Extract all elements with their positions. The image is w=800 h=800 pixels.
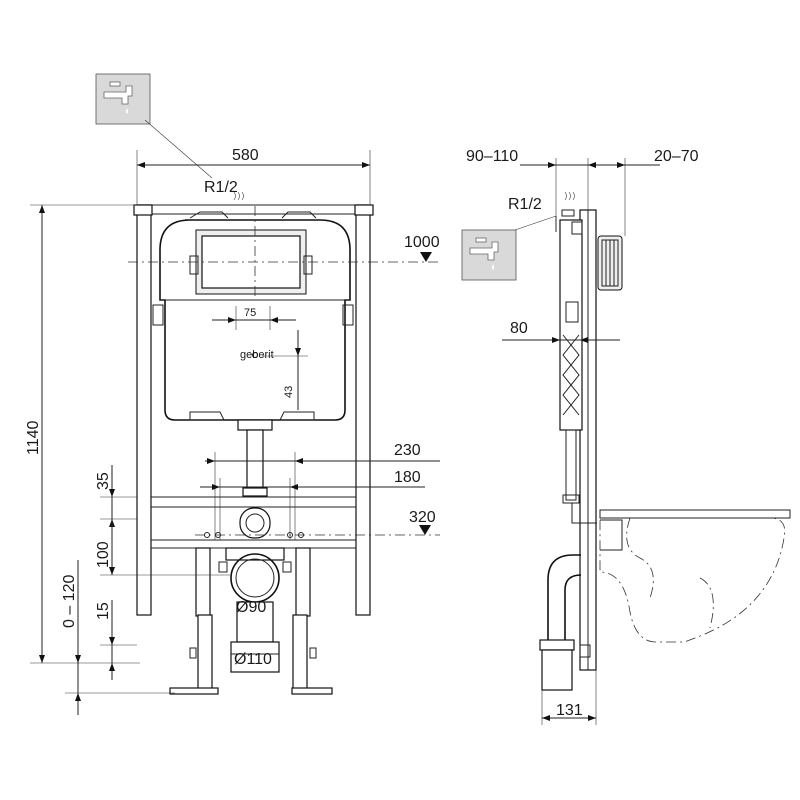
- faucet-icon-side: [461, 229, 517, 281]
- dim-inlet-side: R1/2: [508, 196, 542, 213]
- dim-35: 35: [95, 472, 112, 490]
- dim-leg-adjust: 0 – 120: [61, 575, 78, 628]
- svg-text:geberit: geberit: [240, 349, 274, 361]
- front-dimensions: [30, 150, 440, 715]
- front-view: geberit: [128, 204, 440, 695]
- dim-drain-height: 320: [409, 509, 436, 526]
- dim-15: 15: [95, 602, 112, 620]
- dim-side-80: 80: [510, 320, 528, 337]
- dim-total-height: 1140: [25, 420, 42, 455]
- dim-inlet-top: R1/2: [204, 179, 238, 196]
- faucet-icon-top: [95, 73, 151, 125]
- dim-stud-inner: 180: [394, 469, 421, 486]
- dim-button-span: 75: [244, 307, 256, 319]
- side-view: [539, 191, 791, 691]
- dim-side-offset: 90–110: [466, 148, 518, 165]
- dim-side-131: 131: [556, 702, 583, 719]
- dim-frame-width: 580: [232, 147, 259, 164]
- dim-side-depth: 20–70: [654, 148, 699, 165]
- dim-pipe-110: Ø110: [234, 651, 272, 668]
- dim-pipe-90: Ø90: [236, 599, 266, 616]
- side-dimensions: [502, 158, 660, 725]
- dim-button-offset: 43: [283, 386, 295, 398]
- dim-100: 100: [95, 541, 112, 568]
- dim-button-height: 1000: [404, 234, 440, 251]
- dim-stud-outer: 230: [394, 442, 421, 459]
